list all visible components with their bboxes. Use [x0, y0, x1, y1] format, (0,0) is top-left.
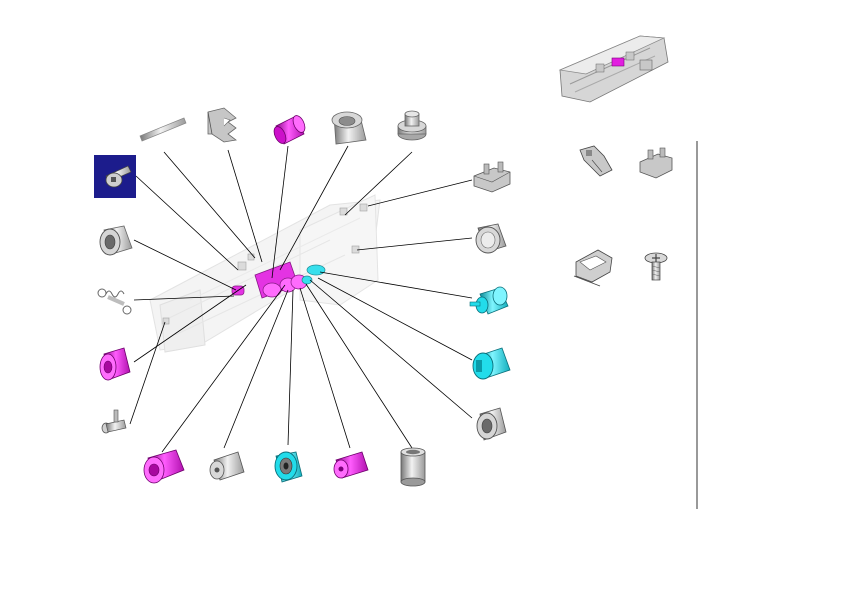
clip-icon [473, 161, 511, 193]
leader-line [279, 145, 349, 271]
bracket-clip-part[interactable] [207, 107, 237, 143]
bushing-icon [476, 407, 507, 441]
leader-line [271, 145, 289, 279]
leader-line [129, 321, 166, 425]
gear-icon [469, 286, 509, 315]
flanged-post-part[interactable] [397, 110, 427, 141]
long-pin-part[interactable] [139, 117, 187, 142]
clip-icon [639, 147, 673, 179]
magenta-roller-bottom-part[interactable] [143, 449, 185, 484]
side-panel [573, 141, 698, 509]
leader-line [227, 149, 263, 263]
side-bracket-a[interactable] [579, 145, 613, 177]
assembly-overview-thumbnail[interactable] [558, 35, 669, 103]
leader-line [344, 151, 413, 216]
leader-line [133, 295, 235, 301]
magenta-roller-left-part[interactable] [99, 347, 131, 381]
holder-icon [573, 249, 613, 287]
gray-stepped-roller-part[interactable] [209, 451, 245, 481]
screw-icon [105, 165, 132, 188]
selected-screw-part[interactable] [94, 155, 136, 198]
roller-icon [143, 449, 185, 484]
leader-line [305, 283, 413, 449]
assembly-overview-icon [558, 35, 669, 103]
magenta-small-roller-part[interactable] [333, 451, 369, 479]
cyan-roller-right-part[interactable] [472, 347, 511, 380]
leader-line [223, 289, 289, 449]
leader-lines [129, 145, 473, 453]
gray-bushing-right-part[interactable] [476, 407, 507, 441]
leader-line [133, 284, 247, 363]
side-holder-c[interactable] [573, 249, 613, 287]
leader-line [287, 289, 294, 446]
leader-line [367, 179, 473, 207]
leader-line [299, 287, 351, 449]
leader-line [309, 279, 473, 419]
pin-icon [101, 409, 127, 434]
gray-tube-part[interactable] [400, 447, 426, 487]
leader-line [319, 271, 473, 299]
gray-ring-right-part[interactable] [475, 223, 507, 254]
cyan-gear-right-part[interactable] [469, 286, 509, 315]
bushing-icon [331, 111, 367, 145]
roller-icon [209, 451, 245, 481]
clip-right-part[interactable] [473, 161, 511, 193]
leader-line [356, 237, 473, 251]
roller-icon [273, 115, 306, 145]
side-screw-d[interactable] [644, 252, 668, 281]
side-clip-b[interactable] [639, 147, 673, 179]
screw-icon [644, 252, 668, 281]
pin-icon [139, 117, 187, 142]
gear-icon [274, 451, 303, 483]
callout-parts [94, 107, 511, 487]
ring-icon [99, 225, 133, 256]
leader-line [161, 284, 286, 453]
central-assembly-drawing [149, 194, 381, 353]
gray-ring-left-part[interactable] [99, 225, 133, 256]
leader-line [135, 175, 239, 271]
spring-part[interactable] [97, 288, 132, 315]
roller-icon [99, 347, 131, 381]
spring-icon [97, 288, 132, 315]
leader-line [163, 151, 256, 259]
ring-icon [475, 223, 507, 254]
magenta-roller-top-part[interactable] [272, 114, 308, 146]
bracket-icon [207, 107, 237, 143]
leader-line [133, 239, 237, 291]
roller-icon [472, 347, 511, 380]
small-pin-part[interactable] [101, 409, 127, 434]
gray-bushing-top-part[interactable] [331, 111, 367, 145]
post-icon [397, 110, 427, 141]
bracket-icon [579, 145, 613, 177]
roller-icon [333, 451, 369, 479]
cyan-gear-bottom-part[interactable] [274, 451, 303, 483]
leader-line [317, 277, 473, 361]
tube-icon [400, 447, 426, 487]
